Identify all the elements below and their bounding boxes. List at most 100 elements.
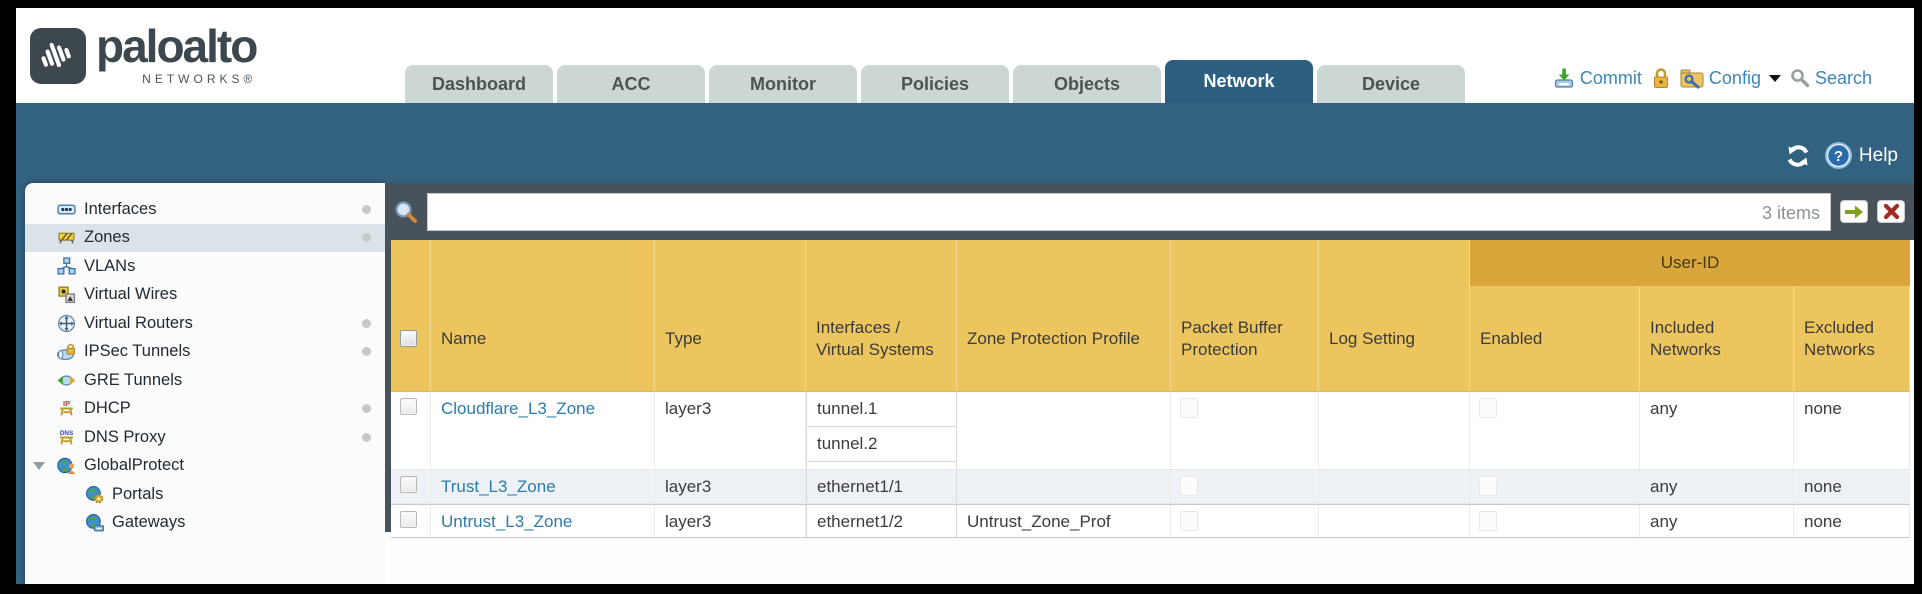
column-header-log-setting[interactable]: Log Setting <box>1319 286 1470 391</box>
sidebar-item-virtual-wires[interactable]: Virtual Wires <box>25 280 385 309</box>
log-setting-cell <box>1319 470 1470 503</box>
row-checkbox[interactable] <box>400 511 417 528</box>
tab-acc[interactable]: ACC <box>557 65 705 103</box>
sidebar-item-ipsec-tunnels[interactable]: IPSec Tunnels <box>25 337 385 366</box>
group-spacer <box>1171 240 1319 286</box>
help-label[interactable]: Help <box>1858 144 1898 166</box>
row-checkbox[interactable] <box>400 398 417 415</box>
header-utilities: Commit Config <box>1553 60 1872 96</box>
sidebar-item-gateways[interactable]: Gateways <box>25 508 385 537</box>
zone-name-link[interactable]: Untrust_L3_Zone <box>441 512 573 531</box>
column-header-zone-protection[interactable]: Zone Protection Profile <box>957 286 1171 391</box>
column-header-enabled[interactable]: Enabled <box>1470 286 1640 391</box>
excluded-networks-cell: none <box>1794 505 1910 537</box>
sidebar-item-zones[interactable]: Zones <box>25 223 385 252</box>
column-header-packet-buffer[interactable]: Packet Buffer Protection <box>1171 286 1319 391</box>
global-search-button[interactable]: Search <box>1790 68 1872 89</box>
sidebar-item-portals[interactable]: Portals <box>25 480 385 509</box>
packet-buffer-cell <box>1171 505 1319 537</box>
chevron-down-icon <box>1768 74 1781 82</box>
sidebar-item-gre-tunnels[interactable]: GRE Tunnels <box>25 366 385 395</box>
close-x-icon <box>1883 203 1899 220</box>
column-header-type[interactable]: Type <box>655 286 806 391</box>
sidebar-item-label: IPSec Tunnels <box>84 342 191 361</box>
zone-name-cell: Trust_L3_Zone <box>431 470 655 503</box>
column-header-interfaces[interactable]: Interfaces / Virtual Systems <box>806 286 957 391</box>
table-row: Cloudflare_L3_Zone layer3 tunnel.1 tunne… <box>391 392 1910 470</box>
filter-search-icon <box>395 200 417 223</box>
config-menu-button[interactable]: Config <box>1680 68 1781 89</box>
refresh-icon[interactable] <box>1784 142 1812 170</box>
zones-icon <box>58 233 75 244</box>
sidebar-item-label: Interfaces <box>84 199 157 218</box>
interface-entry: tunnel.1 <box>807 392 956 427</box>
zone-interfaces-cell: ethernet1/1 <box>806 470 957 503</box>
excluded-networks-cell: none <box>1794 470 1910 503</box>
packet-buffer-checkbox[interactable] <box>1180 398 1198 418</box>
sidebar-item-dhcp[interactable]: IP DHCP <box>25 394 385 423</box>
table-row: Trust_L3_Zone layer3 ethernet1/1 any non… <box>391 470 1910 504</box>
group-spacer <box>1319 240 1470 286</box>
column-header-name[interactable]: Name <box>431 286 655 391</box>
tab-dashboard[interactable]: Dashboard <box>405 65 553 103</box>
tab-objects[interactable]: Objects <box>1013 65 1161 103</box>
row-checkbox[interactable] <box>400 476 417 493</box>
sidebar-item-label: Virtual Wires <box>84 285 178 304</box>
item-count: 3 items <box>1761 202 1820 223</box>
column-header-excluded-networks[interactable]: Excluded Networks <box>1794 286 1910 391</box>
zone-name-link[interactable]: Cloudflare_L3_Zone <box>441 399 596 418</box>
user-id-enabled-checkbox[interactable] <box>1479 398 1497 418</box>
user-id-enabled-cell <box>1470 392 1640 469</box>
paloalto-logo-icon <box>30 28 86 84</box>
commit-button[interactable]: Commit <box>1553 67 1642 89</box>
packet-buffer-checkbox[interactable] <box>1180 511 1198 531</box>
log-setting-cell <box>1319 505 1470 537</box>
user-id-enabled-checkbox[interactable] <box>1479 476 1497 496</box>
filter-bar: 3 items <box>385 183 1914 240</box>
globalprotect-icon <box>57 458 76 475</box>
zone-type-cell: layer3 <box>655 392 806 469</box>
zone-type-cell: layer3 <box>655 505 806 537</box>
sidebar-item-label: GRE Tunnels <box>84 370 183 389</box>
packet-buffer-cell <box>1171 392 1319 469</box>
included-networks-cell: any <box>1640 392 1794 469</box>
sidebar-item-virtual-routers[interactable]: Virtual Routers <box>25 309 385 338</box>
group-spacer <box>391 240 431 286</box>
zone-name-link[interactable]: Trust_L3_Zone <box>441 477 556 496</box>
table-group-header-row: User-ID <box>391 240 1910 286</box>
expander-triangle-icon[interactable] <box>33 461 45 470</box>
status-dot <box>362 204 371 214</box>
lock-icon[interactable] <box>1651 67 1671 90</box>
select-all-checkbox[interactable] <box>400 330 417 347</box>
zone-protection-cell <box>957 392 1171 469</box>
select-all-checkbox-cell <box>391 286 431 391</box>
interface-entry: ethernet1/1 <box>817 477 904 496</box>
sidebar-item-label: DNS Proxy <box>84 427 166 446</box>
filter-input-wrap: 3 items <box>427 192 1831 231</box>
row-checkbox-cell <box>391 470 431 503</box>
packet-buffer-checkbox[interactable] <box>1180 476 1198 496</box>
filter-input[interactable] <box>428 193 1830 230</box>
tab-device[interactable]: Device <box>1317 65 1465 103</box>
table-row: Untrust_L3_Zone layer3 ethernet1/2 Untru… <box>391 504 1910 538</box>
clear-filter-button[interactable] <box>1877 200 1905 223</box>
search-icon <box>1791 69 1810 88</box>
sidebar-item-dns-proxy[interactable]: DNS DNS Proxy <box>25 423 385 452</box>
log-setting-cell <box>1319 392 1470 469</box>
sidebar-item-globalprotect[interactable]: GlobalProtect <box>25 451 385 480</box>
user-id-enabled-checkbox[interactable] <box>1479 511 1497 531</box>
table-left-gutter <box>385 240 391 532</box>
user-id-group-header: User-ID <box>1470 240 1910 286</box>
sidebar-item-vlans[interactable]: VLANs <box>25 252 385 281</box>
sidebar-item-label: DHCP <box>84 399 131 418</box>
tab-policies[interactable]: Policies <box>861 65 1009 103</box>
status-dot <box>362 318 371 328</box>
tab-network[interactable]: Network <box>1165 60 1313 103</box>
group-spacer <box>806 240 957 286</box>
column-header-included-networks[interactable]: Included Networks <box>1640 286 1794 391</box>
help-icon[interactable]: ? <box>1824 141 1853 170</box>
apply-filter-button[interactable] <box>1840 200 1868 223</box>
sidebar-item-interfaces[interactable]: Interfaces <box>25 195 385 224</box>
status-dot <box>362 347 371 357</box>
tab-monitor[interactable]: Monitor <box>709 65 857 103</box>
